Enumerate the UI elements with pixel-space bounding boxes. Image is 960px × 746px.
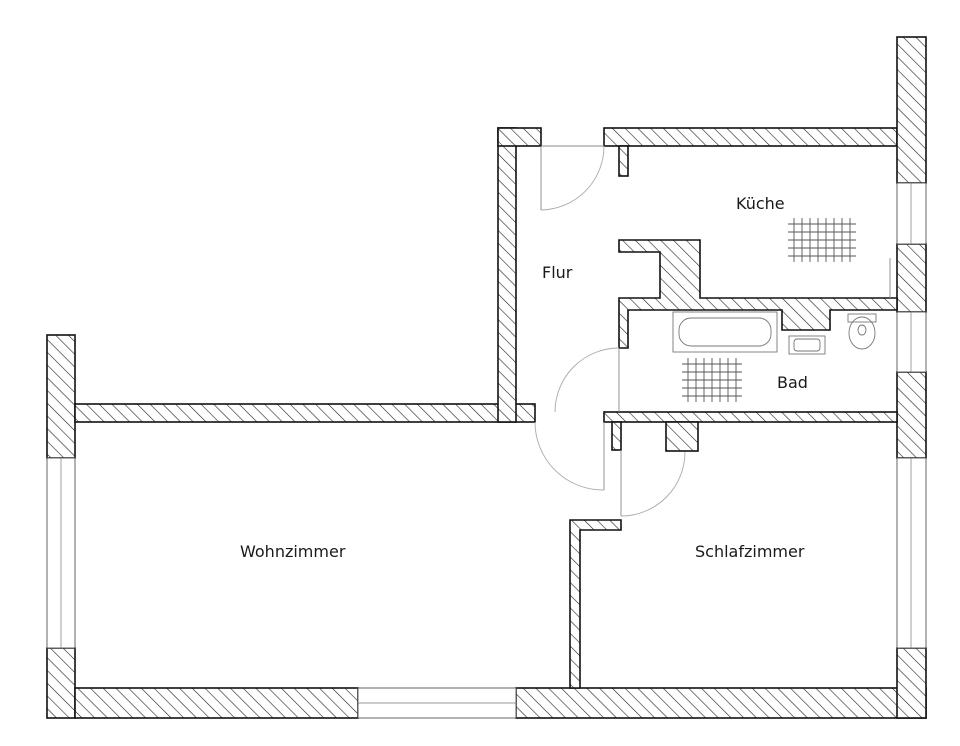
- bathtub: [672, 311, 778, 353]
- wall-chimney: [665, 421, 699, 452]
- window-living-left: [46, 457, 76, 649]
- wall-living-top: [74, 403, 536, 423]
- room-label-kitchen: Küche: [736, 194, 785, 213]
- room-label-bedroom: Schlafzimmer: [695, 542, 805, 561]
- wall-right-bottom: [896, 647, 927, 719]
- room-label-bathroom: Bad: [777, 373, 808, 392]
- wall-kitchen-divider: [618, 239, 898, 349]
- door-living: [534, 421, 605, 491]
- door-bath: [554, 347, 620, 413]
- room-label-hallway: Flur: [542, 263, 573, 282]
- window-living-bottom: [357, 687, 517, 719]
- wall-bedroom-left: [569, 519, 622, 689]
- wall-hallway-left: [497, 127, 517, 423]
- wall-bedroom-jamb: [611, 421, 622, 451]
- tile-grid-bath: [682, 358, 742, 402]
- wall-living-left-upper: [46, 334, 76, 459]
- window-bedroom-right: [896, 457, 927, 649]
- sink: [788, 335, 826, 355]
- wall-bath-bottom: [603, 411, 898, 423]
- window-bath-right: [896, 311, 927, 373]
- door-bedroom: [620, 450, 686, 517]
- wall-right-mid1: [896, 243, 927, 313]
- room-label-living-room: Wohnzimmer: [240, 542, 346, 561]
- wall-right-top: [896, 36, 927, 184]
- wall-hallway-top-left: [497, 127, 542, 147]
- doors: [534, 145, 891, 517]
- walls: [46, 36, 927, 719]
- wall-living-left-lower: [46, 647, 76, 719]
- wall-right-mid2: [896, 371, 927, 459]
- wall-kitchen-top: [603, 127, 898, 147]
- windows: [46, 182, 927, 719]
- wall-bottom-left: [74, 687, 359, 719]
- door-entrance: [540, 145, 605, 211]
- tile-grid-kitchen: [788, 218, 856, 262]
- wall-kitchen-jamb: [618, 145, 629, 177]
- toilet: [847, 313, 877, 350]
- wall-bottom-right: [515, 687, 927, 719]
- window-kitchen-right: [896, 182, 927, 245]
